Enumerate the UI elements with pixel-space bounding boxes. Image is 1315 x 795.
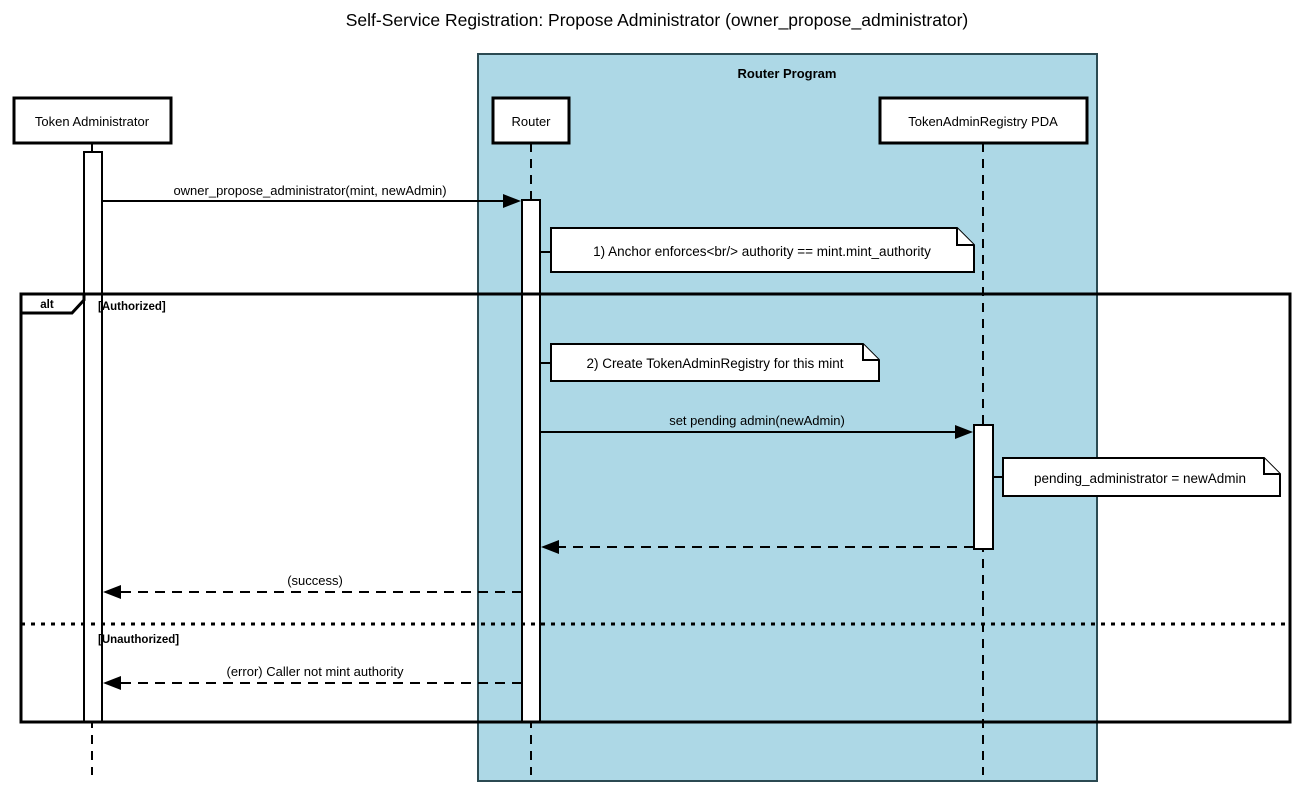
participant-box-token-administrator[interactable]	[12, 96, 173, 145]
note-text-2: 2) Create TokenAdminRegistry for this mi…	[586, 356, 843, 371]
alt-guard-authorized: [Authorized]	[98, 301, 166, 313]
message-arrowhead-3	[541, 540, 559, 554]
alt-fragment-operator-label: alt	[40, 299, 54, 311]
activation-bar-token-admin-registry-pda	[973, 424, 994, 550]
group-box-router-program	[477, 53, 1098, 782]
message-arrowhead-5	[103, 676, 121, 690]
message-arrowhead-1	[503, 194, 521, 208]
message-label-4: (success)	[287, 573, 343, 588]
page-title: Self-Service Registration: Propose Admin…	[346, 10, 969, 31]
message-return-pda-to-router	[541, 540, 974, 554]
alt-fragment-operator-box	[19, 292, 86, 315]
message-success: (success)	[103, 573, 522, 599]
note-text-3: pending_administrator = newAdmin	[1034, 471, 1246, 486]
participant-label-token-administrator: Token Administrator	[35, 114, 150, 129]
participant-label-token-admin-registry-pda: TokenAdminRegistry PDA	[908, 114, 1058, 129]
note-body-3	[1002, 457, 1281, 497]
message-arrowhead-4	[103, 585, 121, 599]
note-body-1	[550, 227, 975, 273]
message-set-pending-admin: set pending admin(newAdmin)	[540, 413, 973, 439]
message-label-1: owner_propose_administrator(mint, newAdm…	[173, 183, 446, 198]
message-error-caller-not-mint-authority: (error) Caller not mint authority	[103, 664, 522, 690]
note-fold-2	[862, 344, 879, 361]
note-body-2	[550, 343, 880, 382]
alt-guard-unauthorized: [Unauthorized]	[98, 634, 179, 646]
message-label-2: set pending admin(newAdmin)	[669, 413, 845, 428]
note-fold-3	[1263, 458, 1280, 475]
message-label-5: (error) Caller not mint authority	[227, 664, 404, 679]
note-fold-1	[956, 228, 974, 246]
participant-box-token-admin-registry-pda[interactable]	[878, 96, 1089, 145]
note-anchor-enforces: 1) Anchor enforces<br/> authority == min…	[540, 227, 975, 273]
message-arrowhead-2	[955, 425, 973, 439]
message-owner-propose-administrator: owner_propose_administrator(mint, newAdm…	[102, 183, 521, 208]
note-create-token-admin-registry: 2) Create TokenAdminRegistry for this mi…	[540, 343, 880, 382]
participant-box-router[interactable]	[491, 96, 571, 145]
alt-fragment-frame	[19, 292, 1292, 724]
activation-bar-router	[521, 199, 541, 723]
group-label-router-program: Router Program	[738, 66, 837, 81]
participant-label-router: Router	[511, 114, 551, 129]
note-pending-administrator-assignment: pending_administrator = newAdmin	[993, 457, 1281, 497]
note-text-1: 1) Anchor enforces<br/> authority == min…	[593, 244, 931, 259]
